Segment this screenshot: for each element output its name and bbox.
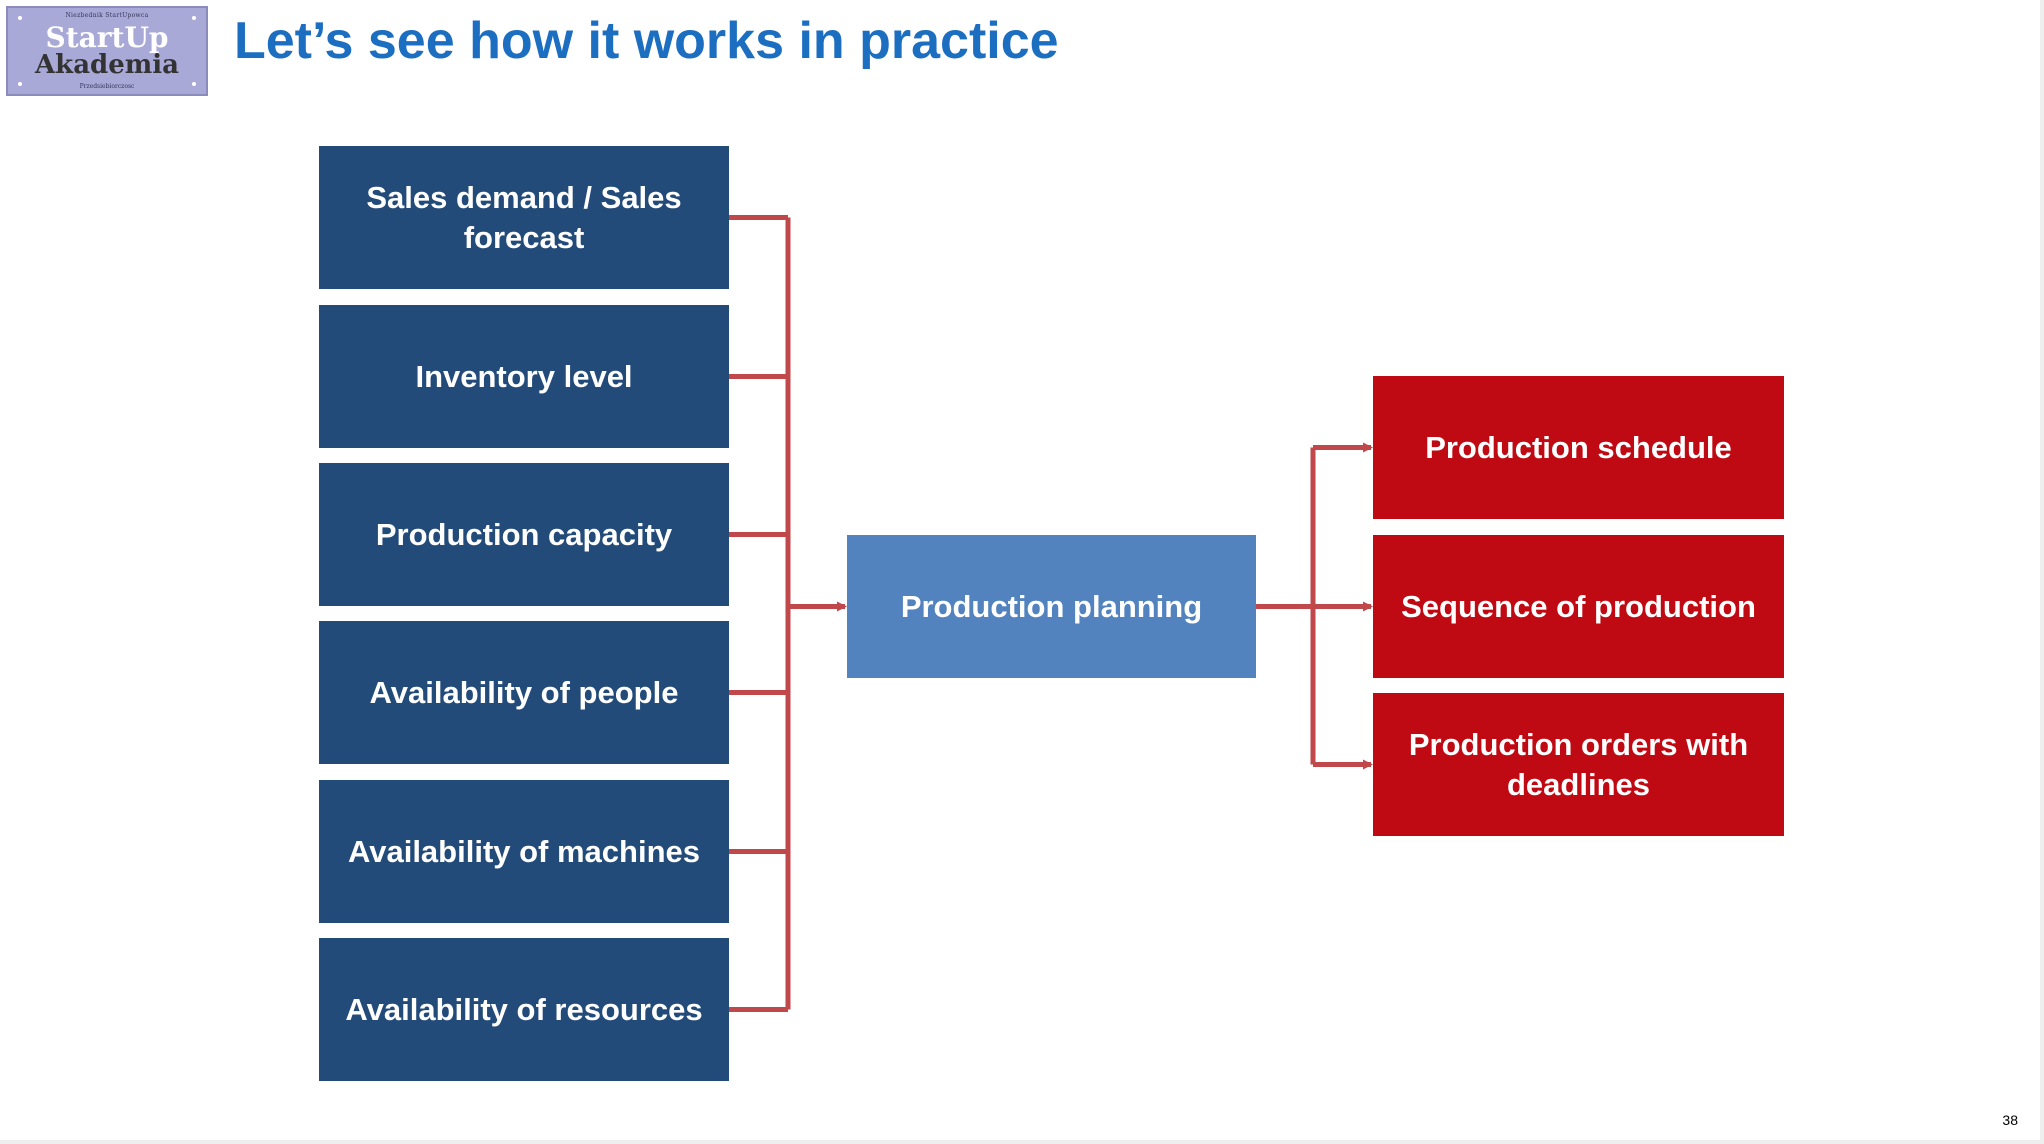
right-border bbox=[2040, 0, 2044, 1144]
production-orders-box: Production orders with deadlines bbox=[1373, 693, 1784, 836]
sales-demand-box: Sales demand / Sales forecast bbox=[319, 146, 729, 289]
production-schedule-box: Production schedule bbox=[1373, 376, 1784, 519]
production-capacity-box: Production capacity bbox=[319, 463, 729, 606]
logo-line-1: StartUp bbox=[45, 21, 169, 54]
availability-of-machines-box: Availability of machines bbox=[319, 780, 729, 923]
production-planning-box: Production planning bbox=[847, 535, 1256, 678]
availability-of-resources-box: Availability of resources bbox=[319, 938, 729, 1081]
startup-akademia-logo: Niezbednik StartUpowca StartUp Akademia … bbox=[6, 6, 208, 96]
page-number: 38 bbox=[2002, 1112, 2018, 1128]
inventory-level-box: Inventory level bbox=[319, 305, 729, 448]
slide-title: Let’s see how it works in practice bbox=[234, 12, 1059, 70]
sequence-of-production-box: Sequence of production bbox=[1373, 535, 1784, 678]
logo-line-2: Akademia bbox=[35, 50, 179, 80]
bottom-border bbox=[0, 1140, 2044, 1144]
logo-tagline-bottom: Przedsiebiorczosc bbox=[79, 83, 135, 90]
availability-of-people-box: Availability of people bbox=[319, 621, 729, 764]
logo-tagline-top: Niezbednik StartUpowca bbox=[65, 12, 149, 19]
